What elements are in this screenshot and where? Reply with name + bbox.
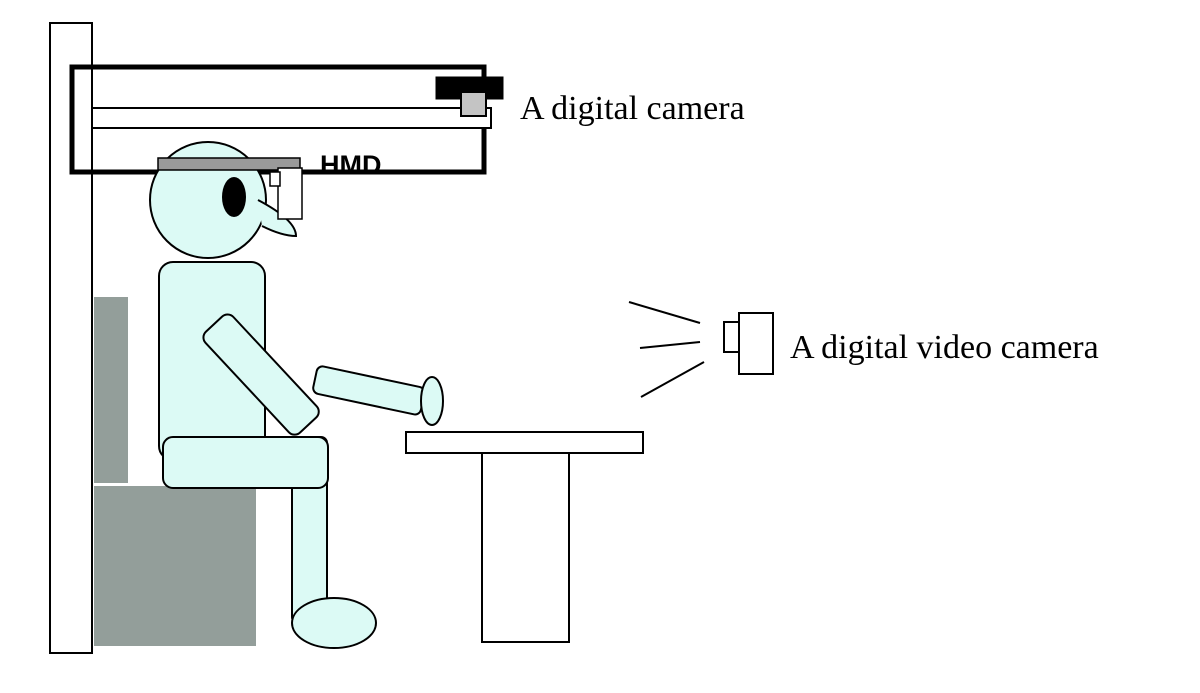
digital-video-camera [723, 312, 774, 375]
digital-camera-label: A digital camera [520, 90, 745, 127]
camera-boom [91, 107, 492, 129]
table-leg [481, 452, 570, 643]
hmd-label: HMD [320, 150, 382, 180]
person-foot [291, 597, 377, 649]
person-hand [420, 376, 444, 426]
seated-person [149, 141, 444, 649]
video-camera-view-lines [628, 301, 705, 398]
chair-back [94, 297, 128, 483]
person-thigh [162, 436, 329, 489]
person-eye [222, 177, 246, 217]
hmd-visor [157, 157, 301, 171]
digital-camera-lens [460, 91, 487, 117]
person-forearm [312, 365, 426, 416]
hmd-bracket [269, 171, 281, 187]
chair-seat [94, 486, 256, 646]
video-camera-lens [723, 321, 741, 353]
person-upper-arm [202, 313, 320, 436]
hmd-display [277, 167, 303, 220]
table-top [405, 431, 644, 454]
person-head [149, 141, 267, 259]
view-line-middle [639, 341, 701, 349]
video-camera-label: A digital video camera [790, 329, 1099, 366]
hmd-device [157, 157, 303, 220]
view-line-bottom [640, 361, 705, 398]
digital-camera [435, 76, 504, 117]
person-nose [257, 199, 298, 238]
video-camera-body [738, 312, 774, 375]
view-line-top [628, 301, 701, 324]
